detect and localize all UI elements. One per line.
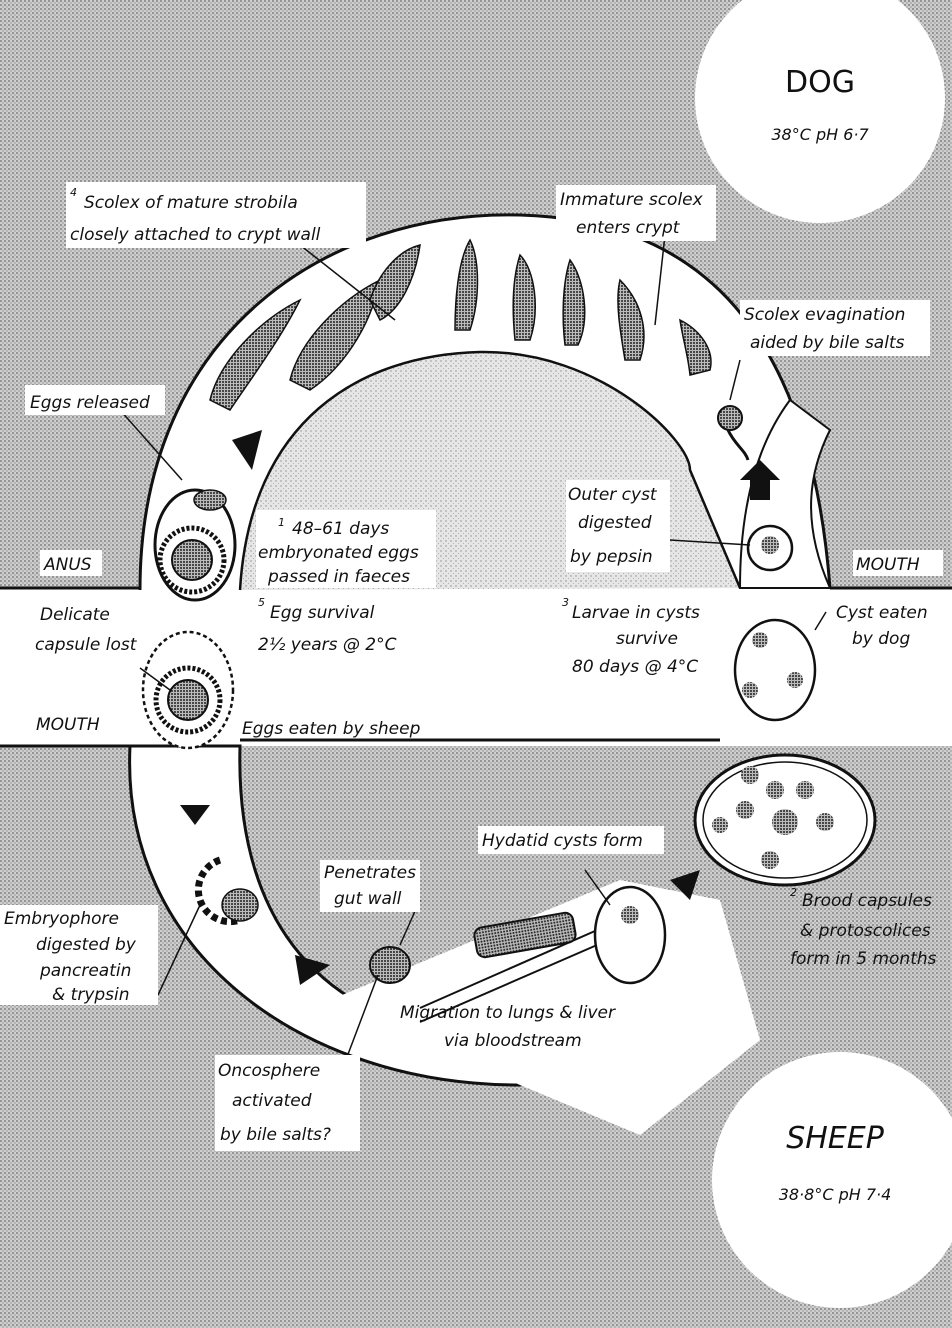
dog-mouth-label: MOUTH [856,555,920,575]
migration-label-1: Migration to lungs & liver [400,1003,616,1023]
oncosphere-label-2: activated [232,1091,312,1111]
brood-capsules-label-2: & protoscolices [800,921,931,941]
oncosphere-label-1: Oncosphere [218,1061,320,1081]
embryophore-label-3: pancreatin [39,961,131,981]
sheep-mouth-label: MOUTH [36,715,100,735]
delicate-capsule-label-1: Delicate [40,605,110,625]
penetrates-label-1: Penetrates [324,863,416,883]
embryophore-label-4: & trypsin [52,985,130,1005]
embryophore-label-1: Embryophore [4,909,119,929]
anus-label: ANUS [43,555,92,575]
larvae-label-2: survive [616,629,678,649]
eggs-released-label: Eggs released [30,393,150,413]
sheep-host-name: SHEEP [786,1121,885,1156]
cyst-eaten-label-2: by dog [852,629,910,649]
dog-host-name: DOG [785,65,855,100]
hydatid-cyst [595,887,665,983]
days-label-num: 1 [278,516,285,529]
oncosphere-label-3: by bile salts? [220,1125,331,1145]
outer-cyst-label-2: digested [578,513,652,533]
scolex-evagination-label-1: Scolex evagination [744,305,905,325]
outer-cyst-label-3: by pepsin [570,547,653,567]
immature-scolex-label-2: enters crypt [576,218,681,238]
larvae-label-1: Larvae in cysts [572,603,700,623]
larvae-label-3: 80 days @ 4°C [572,657,698,677]
delicate-capsule-label-2: capsule lost [35,635,138,655]
scolex-mature-label-2: closely attached to crypt wall [70,225,321,245]
scolex-mature-label-1: Scolex of mature strobila [84,193,298,213]
brood-capsules-label-num: 2 [790,886,797,899]
embryophore-label-2: digested by [36,935,137,955]
brood-capsule-cyst [695,755,875,885]
egg-with-shell [155,490,235,600]
eggs-eaten-label: Eggs eaten by sheep [242,719,421,739]
larval-cyst [735,620,815,720]
days-label-3: passed in faeces [267,567,410,587]
egg-survival-label-num: 5 [258,596,265,609]
days-label-2: embryonated eggs [258,543,419,563]
egg-survival-label-1: Egg survival [270,603,375,623]
outer-cyst-label-1: Outer cyst [568,485,658,505]
immature-scolex-label-1: Immature scolex [560,190,704,210]
egg-survival-label-2: 2½ years @ 2°C [258,635,397,655]
brood-capsules-label-3: form in 5 months [790,949,937,969]
penetrates-label-2: gut wall [334,889,402,909]
cyst-eaten-label-1: Cyst eaten [836,603,928,623]
larvae-label-num: 3 [562,596,569,609]
scolex-evagination-label-2: aided by bile salts [750,333,905,353]
sheep-host-conditions: 38·8°C pH 7·4 [779,1185,892,1204]
egg-capsule-lost [143,632,233,748]
brood-capsules-label-1: Brood capsules [802,891,932,911]
dog-host-conditions: 38°C pH 6·7 [771,125,869,144]
outer-cyst [748,526,792,570]
oncosphere [370,947,410,983]
migration-label-2: via bloodstream [444,1031,582,1051]
hydatid-cysts-label: Hydatid cysts form [482,831,643,851]
scolex-mature-label-num: 4 [70,186,77,199]
days-label-1: 48–61 days [292,519,389,539]
